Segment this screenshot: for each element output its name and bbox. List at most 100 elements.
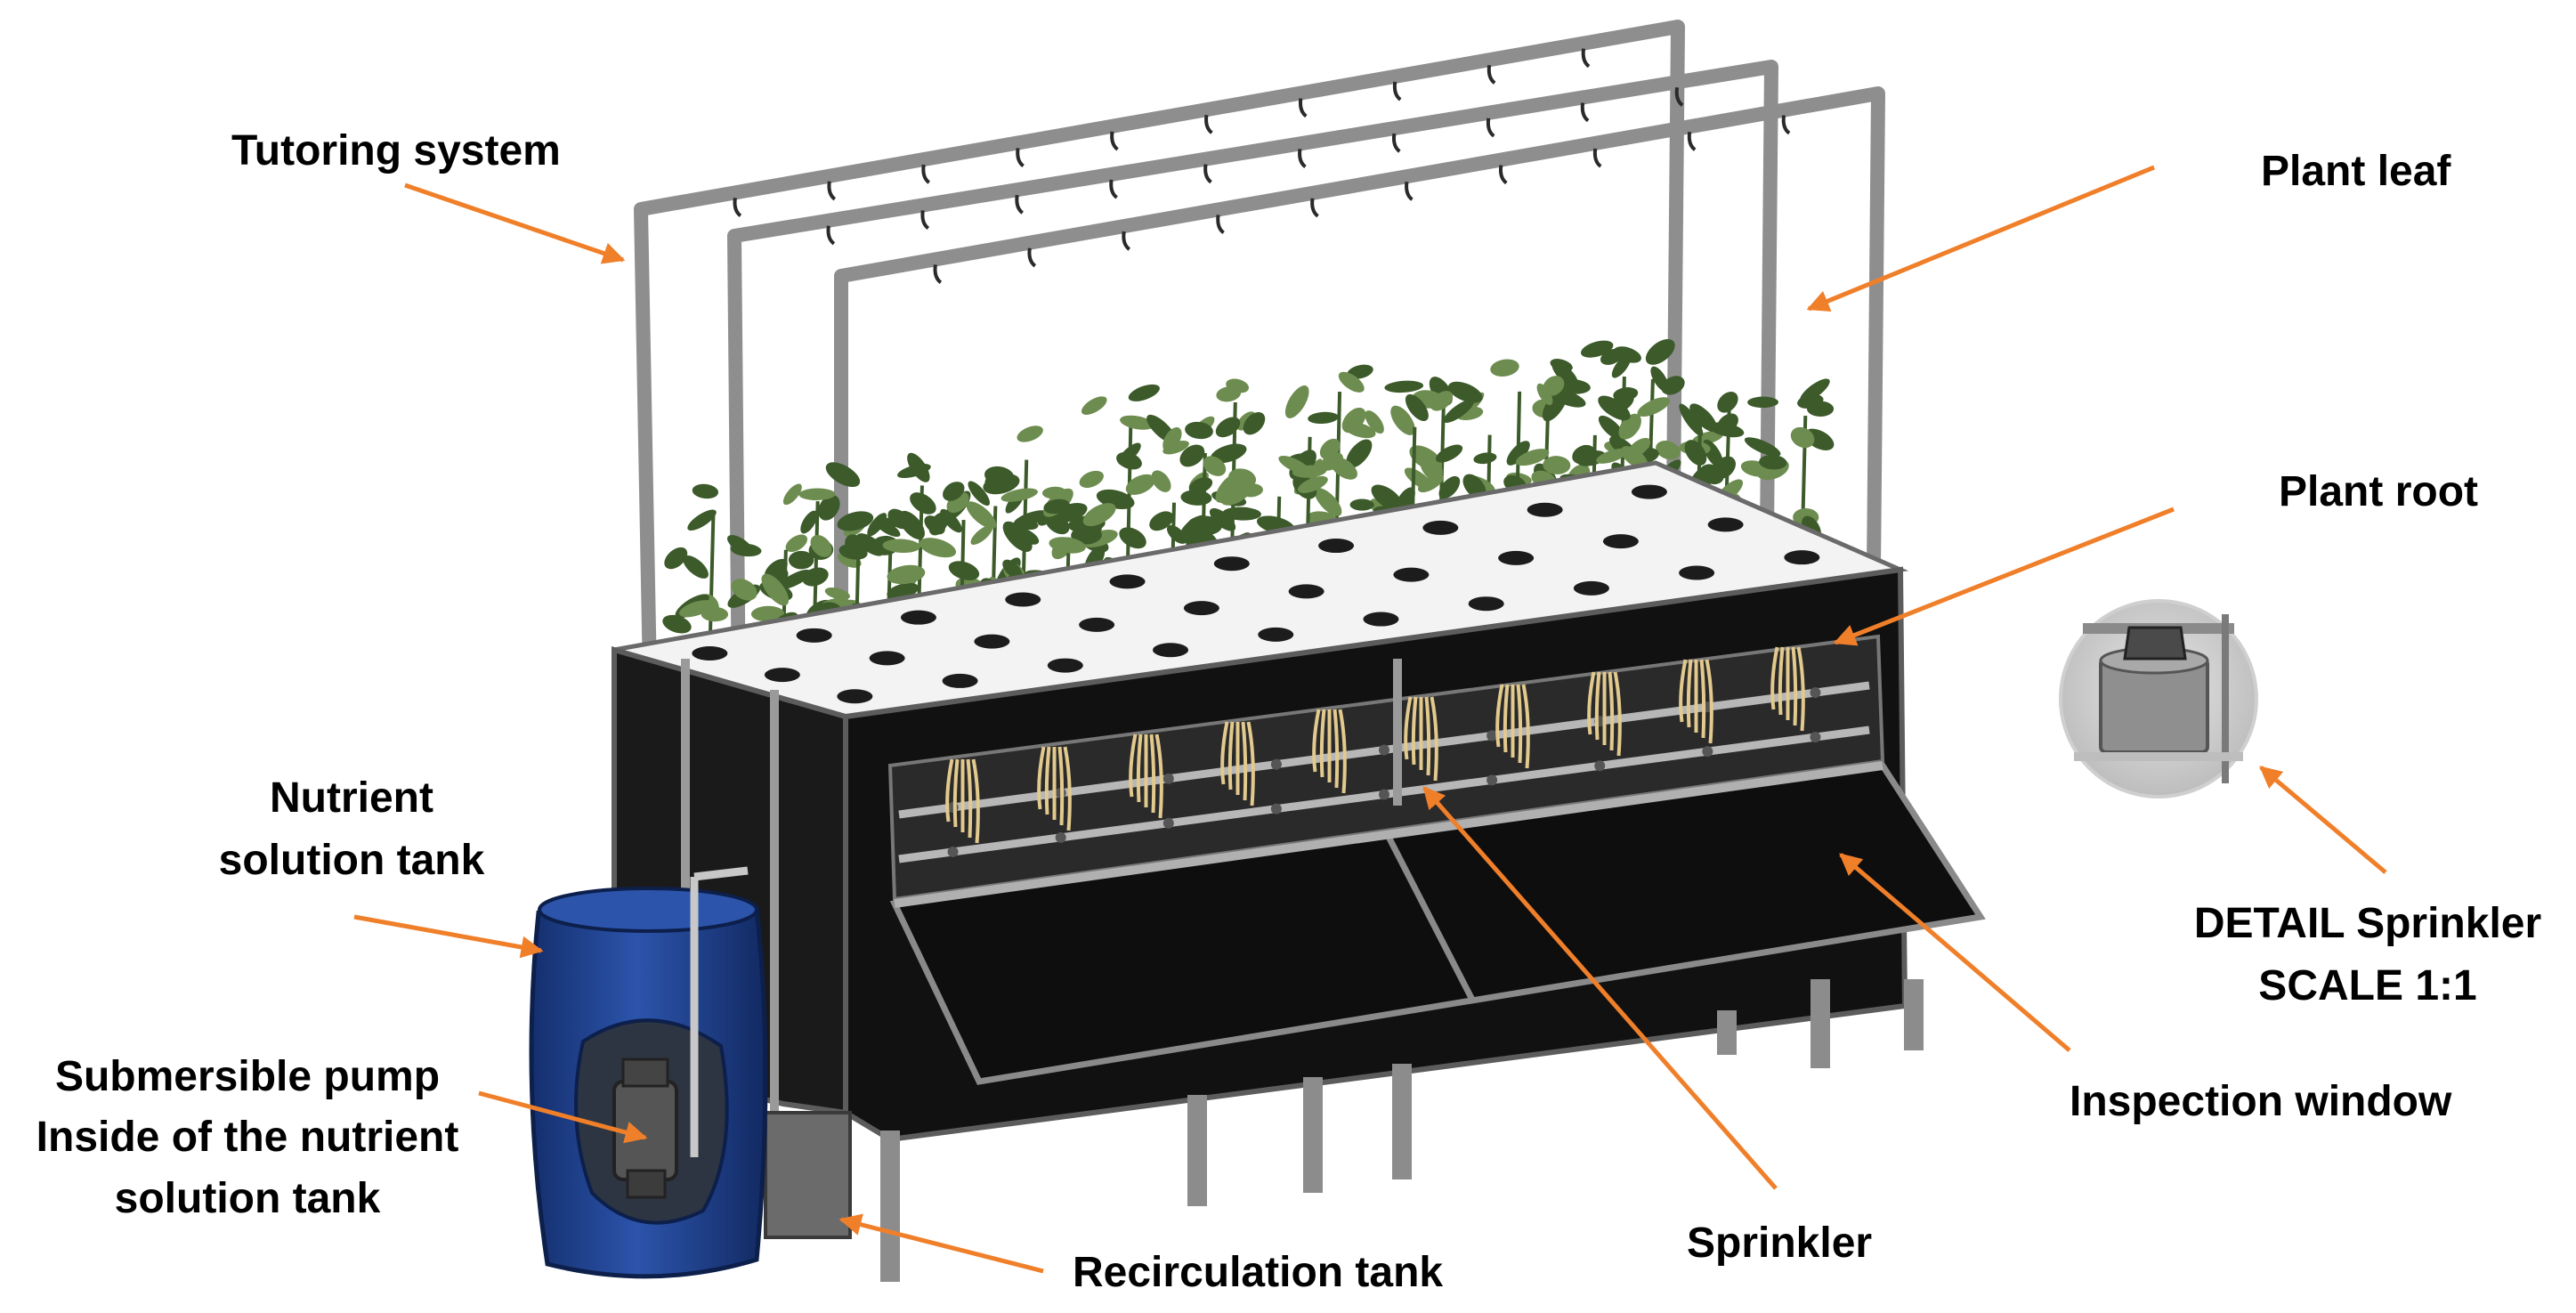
tutoring-hooks xyxy=(733,48,1791,284)
plant-root-strand xyxy=(1791,646,1798,726)
plant-leaf-shape xyxy=(1043,498,1071,515)
tutoring-frame-middle xyxy=(727,60,1778,704)
plant-leaf-shape xyxy=(968,481,990,507)
plant-leaf-shape xyxy=(1128,384,1160,401)
sprinkler-nozzle xyxy=(1594,760,1606,772)
plant-leaf-shape xyxy=(1119,527,1146,549)
plant-leaf-shape xyxy=(761,573,790,606)
label-tutoring-system: Tutoring system xyxy=(231,127,561,174)
plant-leaf-shape xyxy=(855,533,885,556)
plant-root-strand xyxy=(1227,721,1235,790)
tutoring-hook xyxy=(1216,215,1225,235)
label-recirculation-tank: Recirculation tank xyxy=(1073,1249,1443,1296)
lid-hole xyxy=(1109,574,1146,589)
sprinkler-nozzle xyxy=(1379,789,1389,800)
lid-hole xyxy=(1422,520,1459,535)
plant-leaf-shape xyxy=(1116,451,1142,470)
lid-hole xyxy=(837,689,873,704)
arrow-sprinkler xyxy=(1422,786,1778,1190)
lid-hole xyxy=(1288,584,1324,599)
lid-hole xyxy=(1363,612,1399,627)
plant-leaf-shape xyxy=(1120,415,1154,430)
plant-root-strand xyxy=(1037,746,1046,810)
label-pump-line2: Inside of the nutrient xyxy=(36,1114,459,1161)
plant-leaf-shape xyxy=(1598,415,1624,441)
plant-leaf-shape xyxy=(867,513,887,537)
lid-hole xyxy=(1631,484,1667,499)
plant-leaf-shape xyxy=(731,579,757,601)
plant-leaf-shape xyxy=(1409,445,1443,471)
plant-leaf-shape xyxy=(1188,477,1213,494)
plant-leaf-shape xyxy=(845,534,867,559)
lid-hole xyxy=(1498,550,1535,565)
sprinkler-nozzle xyxy=(1270,758,1282,770)
nutrient-barrel xyxy=(529,866,768,1279)
sprinkler-nozzle xyxy=(1702,746,1713,758)
plant-root-strand xyxy=(1679,659,1688,723)
plant-root-strand xyxy=(1333,709,1340,789)
plant-leaf-shape xyxy=(1017,426,1043,442)
lid-hole xyxy=(764,668,800,683)
plant-leaf-shape xyxy=(1650,366,1669,393)
inspection-window xyxy=(889,761,1986,1085)
label-detail-line1: DETAIL Sprinkler xyxy=(2194,900,2541,947)
plant-leaf-shape xyxy=(782,483,802,506)
arrow-tutoring-system xyxy=(404,182,626,264)
plant-leaf-shape xyxy=(837,511,874,531)
lid-hole xyxy=(974,634,1010,649)
lid-hole xyxy=(1079,617,1115,632)
sprinkler-nozzle xyxy=(1270,803,1282,815)
plant-leaf-shape xyxy=(1717,392,1738,413)
plant-root-strand xyxy=(1796,646,1805,732)
arrow-plant-leaf xyxy=(1806,165,2155,312)
label-detail-line2: SCALE 1:1 xyxy=(2258,962,2476,1009)
plant-leaf-shape xyxy=(1297,475,1328,493)
plant-leaf-shape xyxy=(1308,411,1339,425)
plant-leaf-shape xyxy=(683,555,709,579)
plant-leaf-shape xyxy=(882,539,921,554)
plant-leaf-shape xyxy=(1684,440,1707,466)
plant-leaf-shape xyxy=(687,509,717,531)
tutoring-hook xyxy=(920,210,930,231)
tutoring-hook xyxy=(1204,114,1213,134)
arrow-nutrient-tank xyxy=(353,914,544,959)
tutoring-hook xyxy=(933,264,943,284)
plant-leaf-shape xyxy=(810,535,832,557)
plant-leaf-shape xyxy=(943,482,965,501)
plant-leaf-shape xyxy=(802,567,829,587)
lid-hole xyxy=(1468,596,1504,612)
plant-leaf-shape xyxy=(1179,515,1210,544)
plant-leaf-shape xyxy=(1515,449,1550,466)
tutoring-hook xyxy=(1203,164,1212,184)
plant-leaf-shape xyxy=(1365,410,1384,434)
plant-leaf-shape xyxy=(1390,405,1415,435)
plant-root-strand xyxy=(966,758,973,839)
plant-leaf-shape xyxy=(1014,518,1039,531)
plant-leaf-shape xyxy=(1443,399,1475,423)
plant-leaf-shape xyxy=(1341,407,1366,434)
tutoring-hook xyxy=(1486,118,1495,138)
plant-leaf-shape xyxy=(1292,465,1327,478)
plant-root-strand xyxy=(1503,684,1510,753)
sprinkler-nozzle xyxy=(1162,817,1174,829)
tutoring-hook xyxy=(1298,98,1308,118)
plant-leaf-shape xyxy=(1002,521,1033,552)
plant-leaf-shape xyxy=(1542,388,1568,422)
plant-leaf-shape xyxy=(1151,470,1171,492)
plant-root-strand xyxy=(1404,696,1413,760)
lid-hole xyxy=(1005,592,1041,607)
tank-interior xyxy=(887,634,1885,902)
tutoring-hook xyxy=(1391,133,1401,153)
plant-leaf-shape xyxy=(1338,371,1365,393)
plant-leaf-shape xyxy=(785,534,808,553)
plant-leaf-shape xyxy=(1744,437,1781,457)
plant-leaf-shape xyxy=(1598,395,1631,421)
plant-leaf-shape xyxy=(1430,391,1454,411)
label-plant-leaf: Plant leaf xyxy=(2261,148,2451,195)
plant-leaf-shape xyxy=(928,512,949,536)
tutoring-system-frames xyxy=(634,20,1885,730)
labels: Tutoring system Plant leaf Plant root Nu… xyxy=(36,127,2541,1296)
plant-root-strand xyxy=(1154,733,1163,819)
plant-root-strand xyxy=(1430,696,1438,782)
plant-leaf-shape xyxy=(984,466,1015,486)
